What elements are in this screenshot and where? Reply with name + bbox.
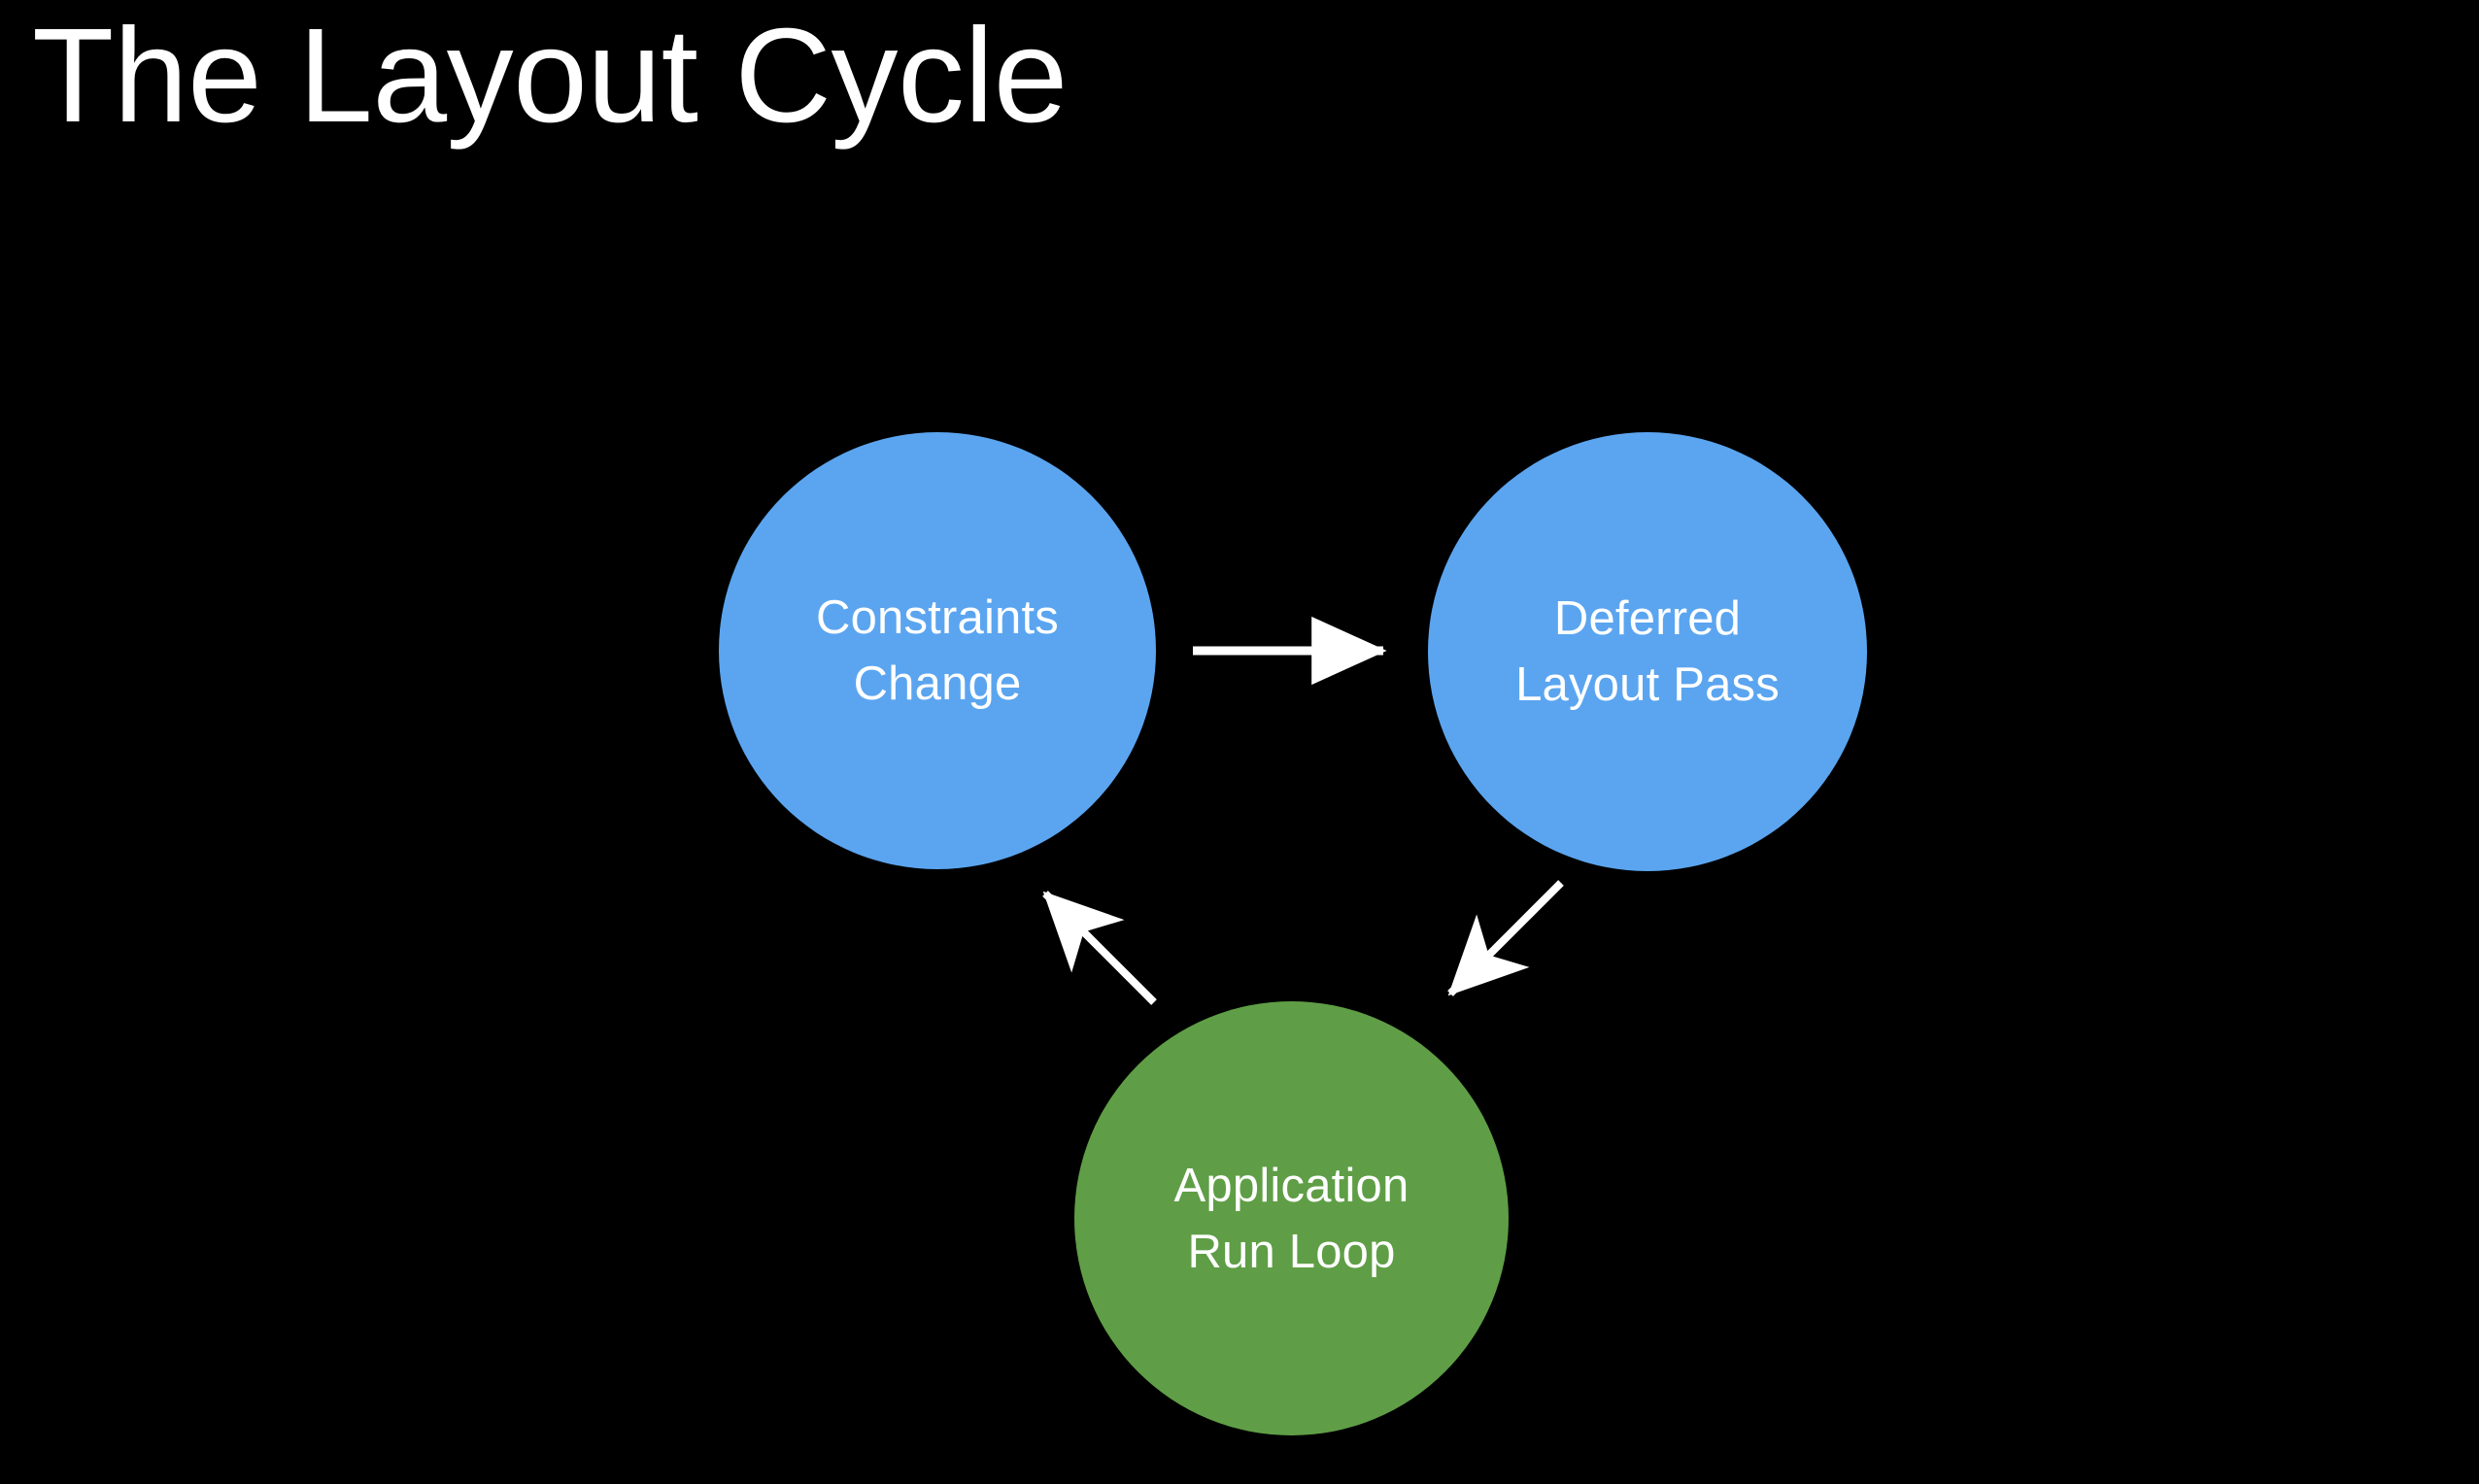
- node-deferred-layout-pass[interactable]: Deferred Layout Pass: [1428, 432, 1867, 871]
- node-deferred-layout-pass-line1: Deferred: [1553, 592, 1742, 645]
- page-title: The Layout Cycle: [32, 1, 1068, 151]
- node-constraints-change-line2: Change: [853, 658, 1022, 710]
- node-constraints-change-line1: Constraints: [815, 591, 1060, 644]
- node-deferred-layout-pass-line2: Layout Pass: [1515, 658, 1780, 711]
- node-constraints-change[interactable]: Constraints Change: [719, 432, 1156, 869]
- node-application-run-loop-line1: Application: [1173, 1159, 1409, 1212]
- node-application-run-loop[interactable]: Application Run Loop: [1074, 1001, 1509, 1435]
- node-application-run-loop-line2: Run Loop: [1187, 1225, 1396, 1278]
- arrow-deferred-to-runloop: [1447, 880, 1564, 996]
- arrow-runloop-to-constraints: [1042, 891, 1157, 1005]
